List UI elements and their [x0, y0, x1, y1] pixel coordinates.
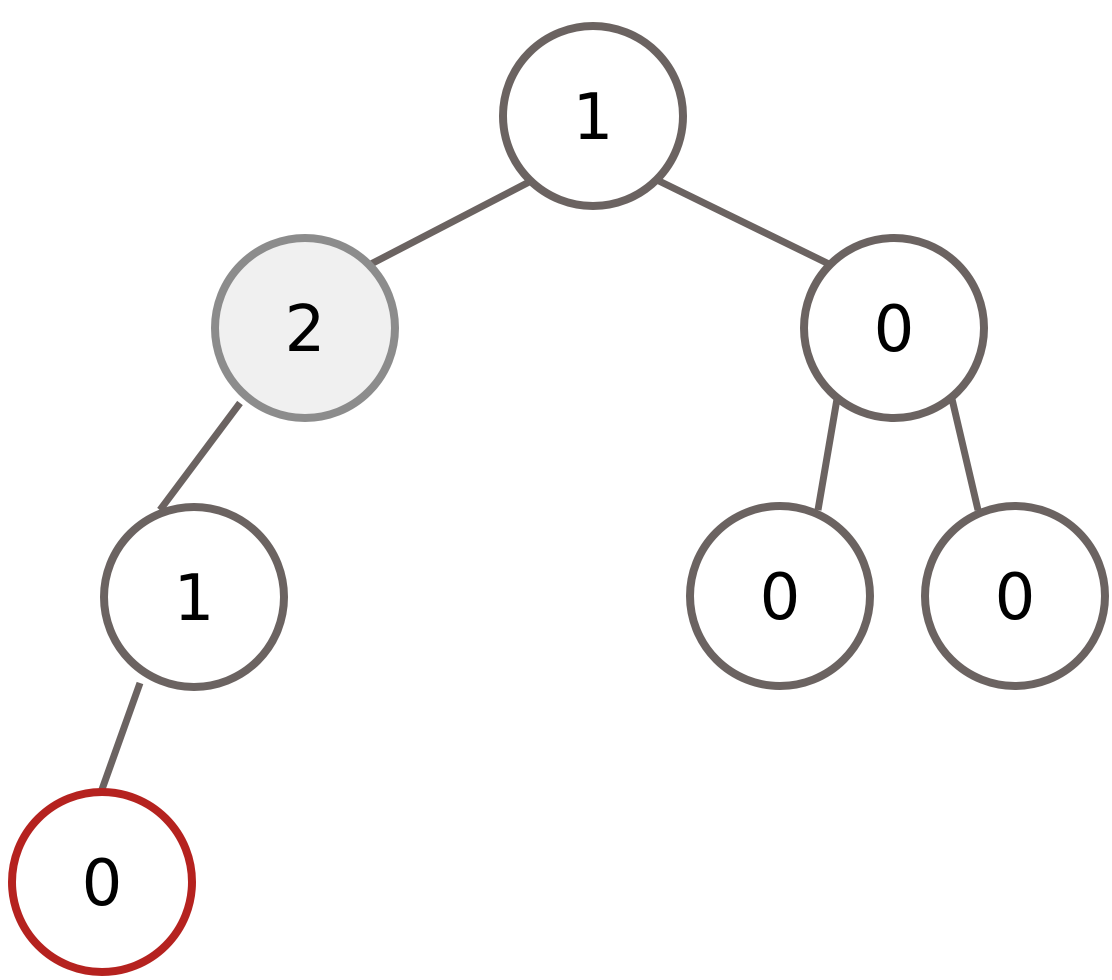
tree-node-highlighted-2-label: 2: [285, 293, 326, 367]
tree-edge-right0-to-right0: [948, 398, 982, 511]
tree-edge-root-to-2: [367, 177, 533, 269]
tree-node-right-left-0-label: 0: [760, 561, 801, 635]
tree-node-right-0-label: 0: [874, 293, 915, 367]
tree-node-marked-0[interactable]: 0: [8, 788, 196, 976]
tree-node-right-right-0[interactable]: 0: [921, 502, 1109, 690]
tree-node-highlighted-2-circle[interactable]: [211, 234, 399, 422]
tree-node-highlighted-2[interactable]: 2: [211, 234, 399, 422]
tree-edge-right0-to-left0: [814, 398, 841, 511]
tree-node-right-left-0[interactable]: 0: [686, 502, 874, 690]
tree-node-root-1-circle[interactable]: [499, 22, 687, 210]
tree-node-right-right-0-circle[interactable]: [921, 502, 1109, 690]
tree-node-root-1-label: 1: [573, 81, 614, 155]
tree-node-right-0-circle[interactable]: [800, 234, 988, 422]
tree-node-right-left-0-circle[interactable]: [686, 502, 874, 690]
tree-node-layer: 1 2 0 1 0 0 0: [8, 22, 1109, 976]
tree-node-left-left-1[interactable]: 1: [100, 503, 288, 691]
tree-edge-layer: [96, 176, 982, 797]
tree-node-left-left-1-circle[interactable]: [100, 503, 288, 691]
tree-node-right-0[interactable]: 0: [800, 234, 988, 422]
tree-edge-2-to-1: [157, 400, 243, 513]
tree-node-marked-0-label: 0: [82, 847, 123, 921]
tree-node-right-right-0-label: 0: [995, 561, 1036, 635]
tree-node-left-left-1-label: 1: [174, 562, 215, 636]
tree-edge-1-to-marked0: [96, 681, 144, 797]
tree-node-root-1[interactable]: 1: [499, 22, 687, 210]
tree-node-marked-0-circle[interactable]: [8, 788, 196, 976]
tree-edge-root-to-right-0: [655, 176, 835, 270]
